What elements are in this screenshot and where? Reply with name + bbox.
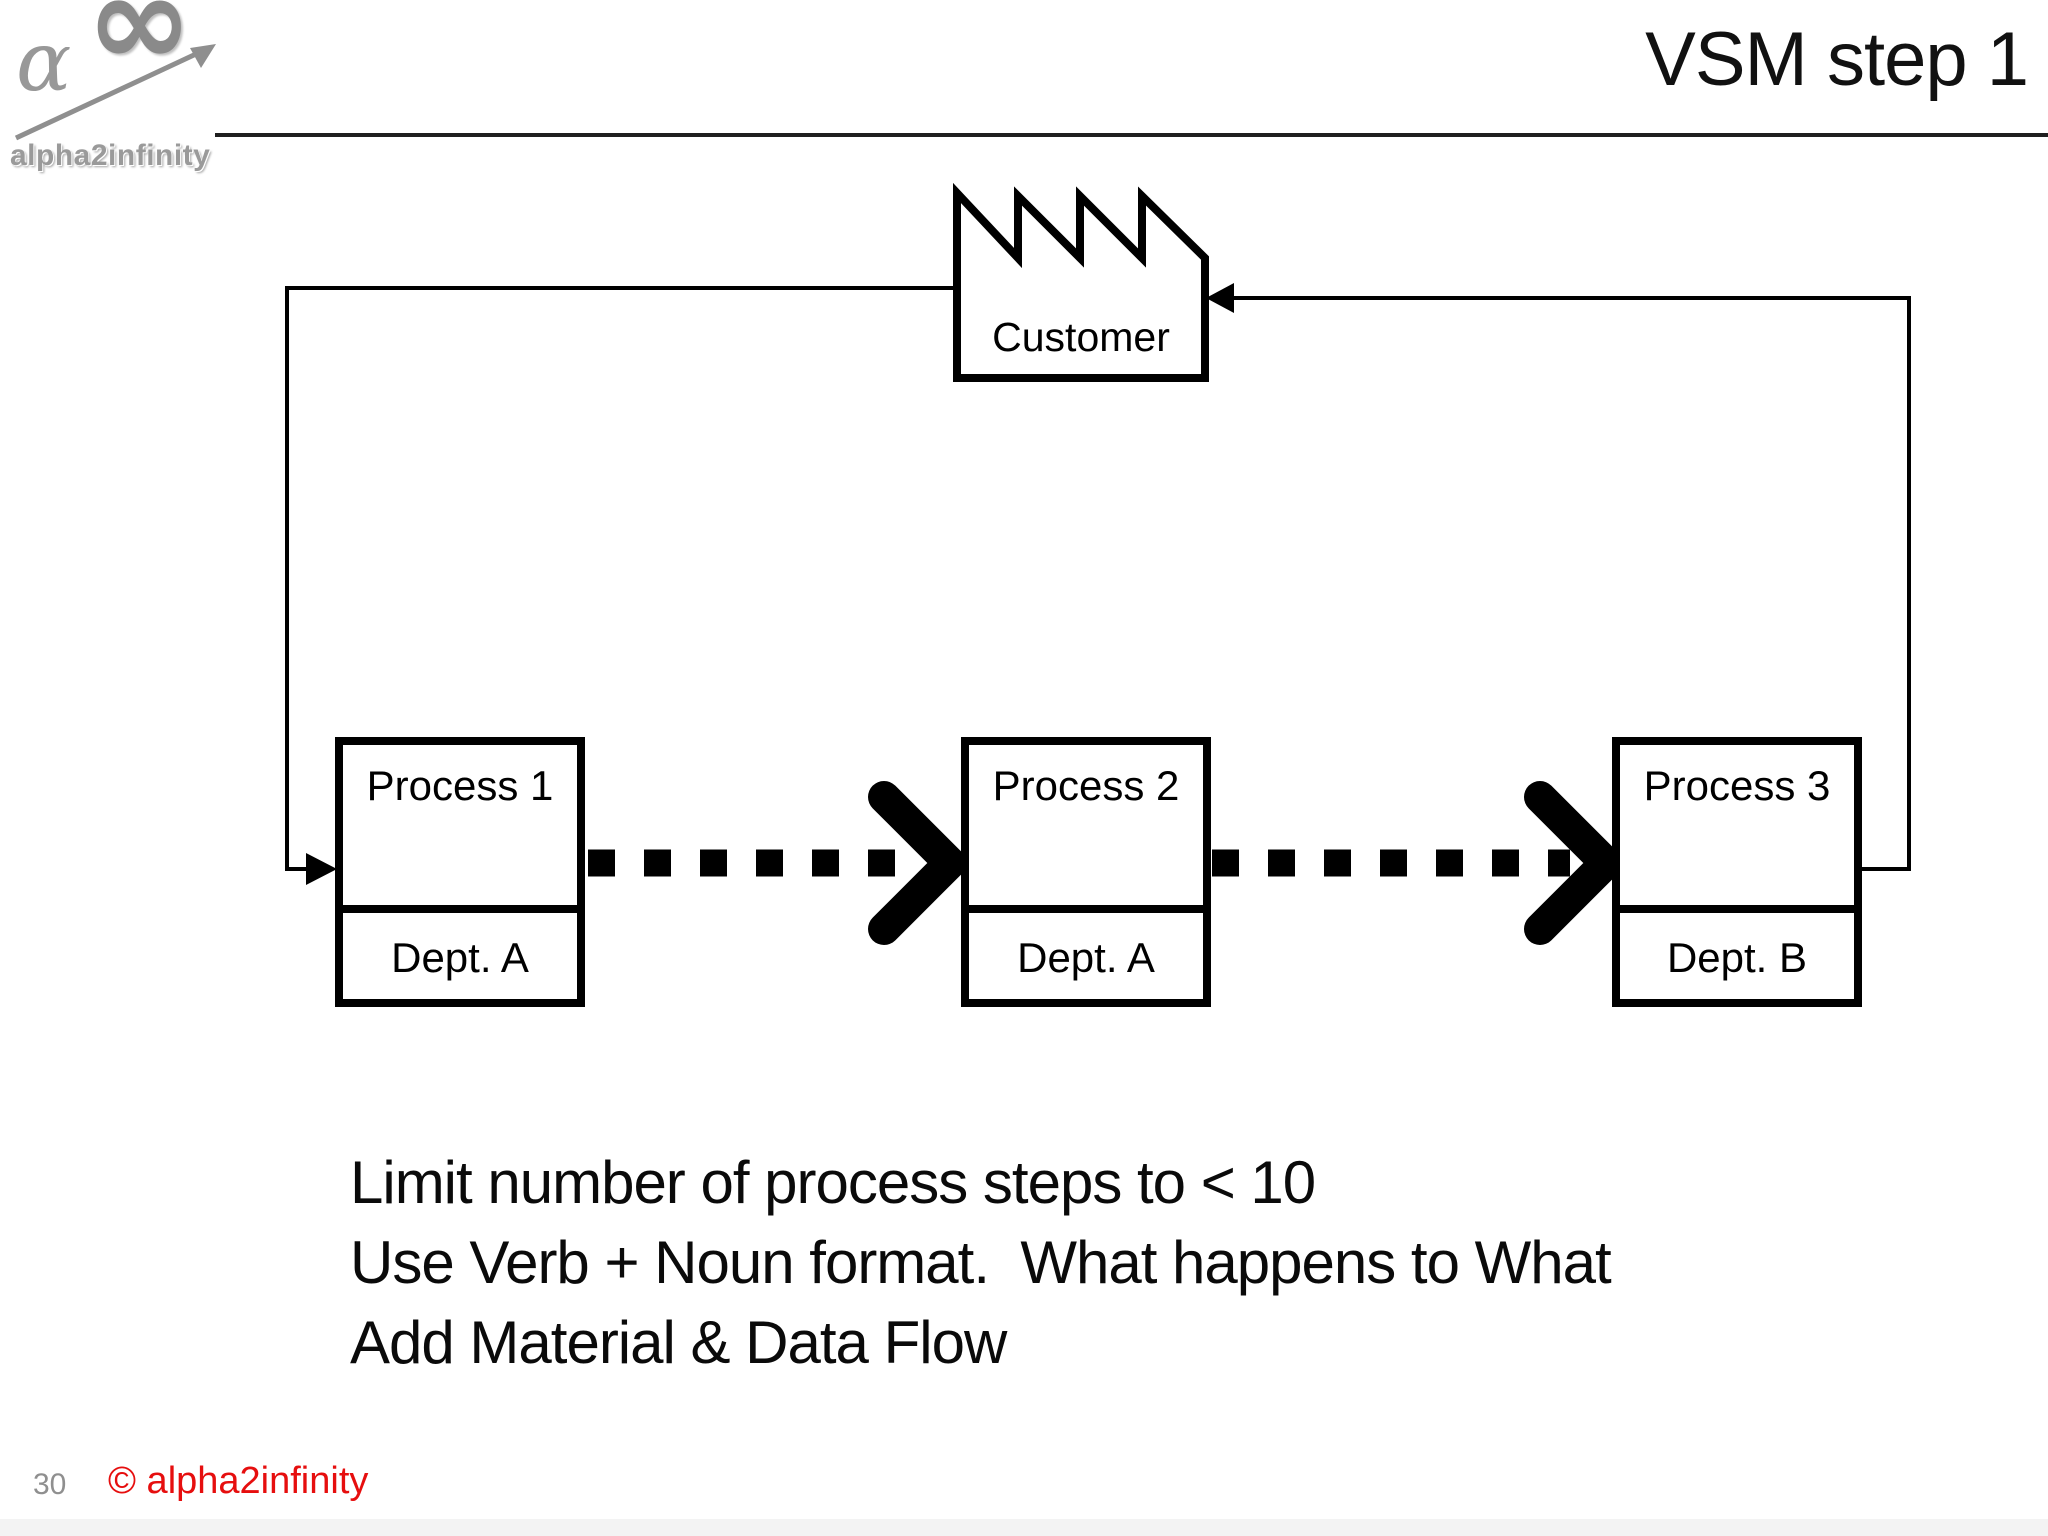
logo-alpha-icon: α [16, 15, 72, 110]
material-flow-arrow-1 [588, 781, 966, 945]
logo-wordmark: alpha2infinity [10, 139, 211, 172]
process-box-2: Process 2 Dept. A [961, 737, 1211, 1007]
process-1-dept: Dept. A [343, 905, 577, 999]
instruction-notes: Limit number of process steps to < 10 Us… [350, 1143, 1612, 1383]
logo-infinity-icon: ∞ [86, 0, 193, 96]
process-2-name: Process 2 [992, 762, 1180, 809]
process-3-dept: Dept. B [1620, 905, 1854, 999]
page-number: 30 [33, 1468, 67, 1501]
process-1-name: Process 1 [366, 762, 554, 809]
logo-growth-arrow-icon [14, 44, 216, 141]
process-box-1: Process 1 Dept. A [335, 737, 585, 1007]
process-2-dept: Dept. A [969, 905, 1203, 999]
info-flow-process3-to-customer-line [1206, 283, 1911, 871]
bottom-edge-strip [0, 1519, 2048, 1536]
info-flow-customer-to-process1-line [285, 286, 957, 885]
arrowhead-into-process1 [306, 853, 337, 885]
note-line-3: Add Material & Data Flow [350, 1309, 1007, 1376]
copyright-text: © alpha2infinity [108, 1460, 369, 1502]
process-box-3: Process 3 Dept. B [1612, 737, 1862, 1007]
customer-factory-icon [953, 182, 1209, 382]
material-flow-arrow-2 [1212, 781, 1622, 945]
arrowhead-into-customer [1206, 283, 1234, 313]
material-flow-chevron-2 [1524, 781, 1622, 945]
customer-label: Customer [992, 314, 1170, 360]
material-flow-chevron-1 [868, 781, 966, 945]
header-divider [215, 133, 2048, 137]
note-line-1: Limit number of process steps to < 10 [350, 1149, 1316, 1216]
process-3-name: Process 3 [1643, 762, 1831, 809]
page-title: VSM step 1 [1645, 17, 2029, 102]
note-line-2: Use Verb + Noun format. What happens to … [350, 1229, 1612, 1296]
